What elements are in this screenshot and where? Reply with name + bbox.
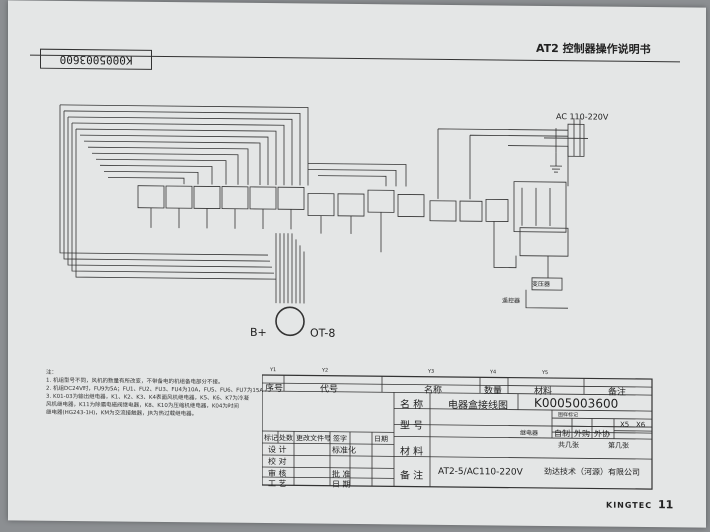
std-label: 标准化 bbox=[332, 445, 356, 455]
supply-wiring bbox=[437, 118, 588, 200]
col-mark: Y2 bbox=[322, 367, 329, 374]
remark-label: 备 注 bbox=[400, 470, 424, 482]
brand-label: KINGTEC bbox=[606, 500, 653, 511]
col-mark: Y4 bbox=[490, 369, 497, 376]
row-process: 工 艺 bbox=[268, 479, 287, 489]
remote-label: 遥控器 bbox=[502, 297, 521, 305]
battery-positive-label: B+ bbox=[250, 325, 267, 340]
revision-header: 更改文件号 bbox=[296, 434, 331, 443]
name-label: 名 称 bbox=[400, 399, 424, 411]
scale-label: X5 bbox=[620, 420, 630, 429]
sheet-number: 第几张 bbox=[608, 441, 629, 450]
ac-supply-label: AC 110-220V bbox=[556, 112, 609, 122]
wiring-diagram bbox=[59, 104, 588, 337]
wire-bundle bbox=[60, 104, 407, 187]
revision-header: 标记 bbox=[264, 434, 278, 443]
contactor-and-transformer bbox=[493, 181, 569, 309]
model-label: 型 号 bbox=[400, 420, 424, 432]
date-label: 日 期 bbox=[332, 479, 351, 489]
col-header-qty: 数量 bbox=[484, 386, 503, 397]
revision-header: 签字 bbox=[333, 434, 347, 443]
col-mark: Y1 bbox=[270, 367, 277, 374]
row-check: 校 对 bbox=[268, 457, 287, 467]
row-design: 设 计 bbox=[268, 445, 287, 455]
source-option: 继电器 bbox=[520, 429, 539, 437]
material-label: 材 料 bbox=[400, 446, 424, 458]
sheets-total: 共几张 bbox=[558, 441, 579, 450]
source-label: 图样标记 bbox=[558, 412, 579, 419]
drops-to-terminal bbox=[275, 233, 305, 304]
drawing-name: 电器盒接线图 bbox=[448, 399, 508, 412]
notes-block: 注： 1. 机组型号不同，风机的数量有所改变，不带备电的机组备电部分不接。 2.… bbox=[46, 369, 276, 419]
col-header-code: 代号 bbox=[320, 384, 339, 395]
fuse-drops bbox=[150, 207, 382, 253]
scale-label: X6 bbox=[636, 420, 646, 430]
source-option: 外协 bbox=[594, 429, 610, 439]
ot8-terminal bbox=[275, 306, 305, 337]
col-mark: Y5 bbox=[542, 369, 549, 377]
title-block: Y1 Y2 Y3 Y4 Y5 序号 代号 名称 数量 材料 备注 名 称 电器盒… bbox=[262, 367, 654, 491]
revision-header: 日期 bbox=[374, 435, 388, 444]
source-option: 外购 bbox=[574, 429, 590, 439]
col-header-index: 序号 bbox=[265, 384, 284, 395]
page-number: 11 bbox=[658, 498, 674, 512]
source-option: 自制 bbox=[554, 429, 570, 439]
revision-header: 处数 bbox=[279, 434, 293, 443]
title-block-grid bbox=[262, 374, 653, 490]
left-vertical-bus bbox=[59, 104, 276, 280]
ot8-label: OT-8 bbox=[310, 326, 336, 340]
col-mark: Y3 bbox=[428, 368, 435, 375]
remark-value: AT2-5/AC110-220V bbox=[438, 466, 523, 478]
drawing-code: K0005003600 bbox=[534, 395, 619, 411]
col-header-name: 名称 bbox=[424, 385, 443, 396]
manual-page: K0005003600 AT2 控制器操作说明书 bbox=[8, 0, 706, 528]
company-name: 劲达技术（河源）有限公司 bbox=[544, 466, 640, 477]
transformer-label: 变压器 bbox=[532, 280, 551, 289]
relay-blocks bbox=[137, 185, 509, 222]
